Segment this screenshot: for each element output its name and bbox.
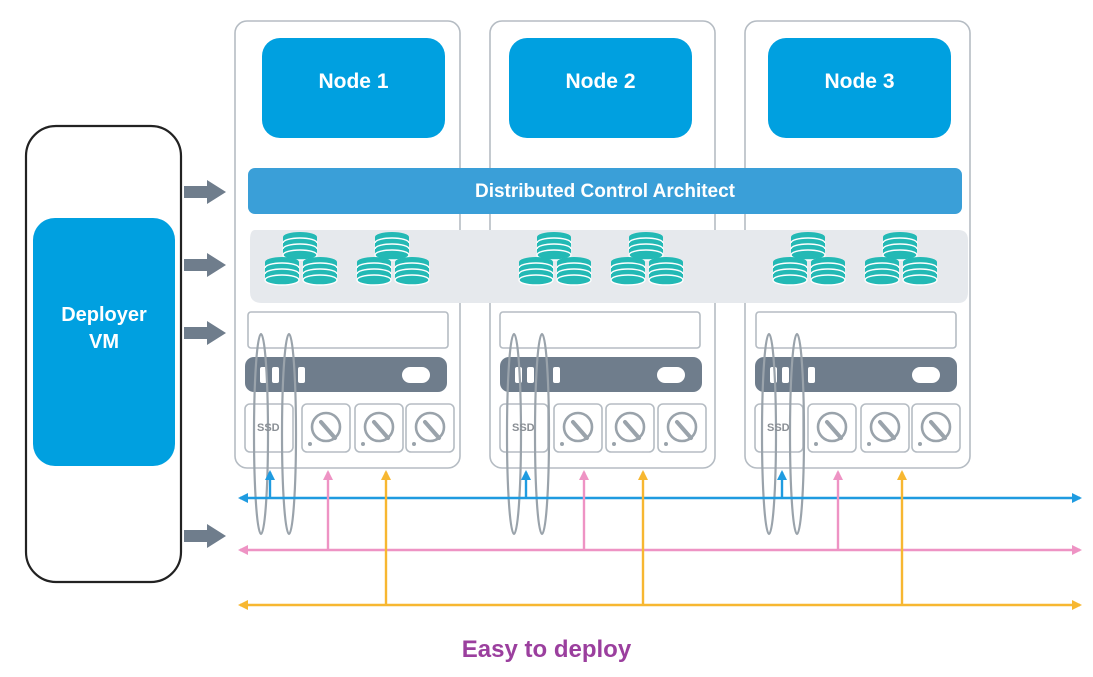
node-2-label: Node 2 <box>565 70 636 93</box>
diagram-caption: Easy to deploy <box>461 636 632 663</box>
node-1-hdd-icon <box>404 402 456 454</box>
server-chassis <box>245 357 957 392</box>
deployer-label-line2: VM <box>89 331 119 353</box>
deployer-arrow-1 <box>184 180 226 204</box>
deployer-vm-label: Deployer VM <box>33 302 175 356</box>
node-2-hdd-icon <box>656 402 708 454</box>
node-1-ssd-label: SSD <box>257 422 280 434</box>
node-3-label: Node 3 <box>824 70 895 93</box>
deployer-arrows <box>184 180 226 548</box>
deployer-label-line1: Deployer <box>61 304 147 326</box>
cable-loops <box>252 332 806 536</box>
deployer-arrow-2 <box>184 253 226 277</box>
deployer-vm-box <box>33 218 175 466</box>
node-3-hdd-icon <box>806 402 858 454</box>
node-3-ssd-label: SSD <box>767 422 790 434</box>
node-2-chassis <box>500 357 702 392</box>
node-1-panel <box>247 311 449 349</box>
node-3-panel <box>755 311 957 349</box>
node-3-hdd-icon <box>910 402 962 454</box>
node-1-hdd-icon <box>300 402 352 454</box>
node-2-hdd-icon <box>604 402 656 454</box>
node-1-label: Node 1 <box>318 70 389 93</box>
control-architecture-bar <box>248 168 962 214</box>
node-2-ssd-label: SSD <box>512 422 535 434</box>
deployer-arrow-3 <box>184 321 226 345</box>
node-1-hdd-icon <box>353 402 405 454</box>
network-pink <box>238 470 1082 555</box>
deployer-arrow-4 <box>184 524 226 548</box>
control-architecture-label: Distributed Control Architect <box>474 181 736 202</box>
node-3-chassis <box>755 357 957 392</box>
network-blue <box>238 470 1082 503</box>
node-1-header <box>262 38 445 138</box>
node-3-hdd-icon <box>859 402 911 454</box>
node-3-header <box>768 38 951 138</box>
node-2-hdd-icon <box>552 402 604 454</box>
network-yellow <box>238 470 1082 610</box>
node-2-header <box>509 38 692 138</box>
node-2-panel <box>499 311 701 349</box>
